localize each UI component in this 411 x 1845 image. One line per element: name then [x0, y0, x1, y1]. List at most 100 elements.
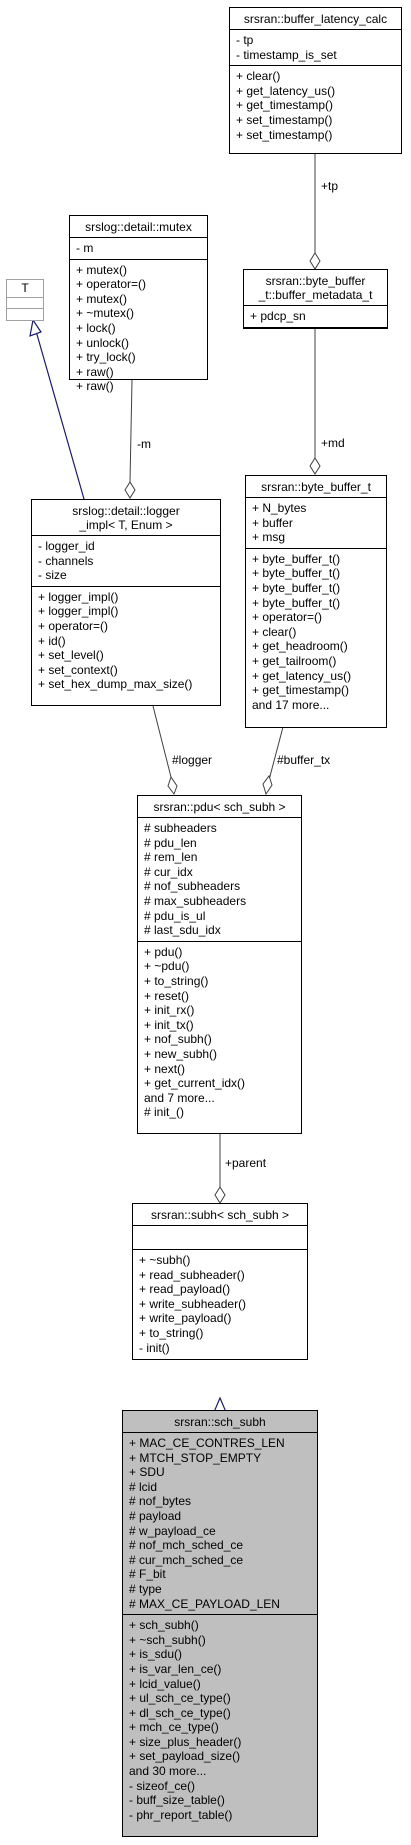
relation-label-logger: #logger	[172, 753, 213, 767]
class-logger-impl[interactable]: srslog::detail::logger _impl< T, Enum > …	[31, 499, 221, 706]
class-attribute: + MAC_CE_CONTRES_LEN	[129, 1436, 285, 1450]
class-title: srsran::subh< sch_subh >	[133, 1204, 307, 1226]
class-method: + ul_sch_ce_type()	[129, 1691, 231, 1706]
class-attribute: # rem_len	[144, 850, 198, 865]
class-methods	[7, 309, 43, 319]
class-method: and 17 more...	[252, 697, 330, 712]
class-attribute: # pdu_is_ul	[144, 908, 206, 923]
class-method: + raw()	[76, 379, 114, 394]
class-method: + set_level()	[38, 648, 104, 663]
composition-line-buffer-tx	[268, 726, 284, 781]
class-method: + logger_impl()	[38, 589, 119, 604]
class-method: - sizeof_ce()	[129, 1778, 196, 1793]
class-template-t[interactable]: T	[6, 279, 44, 321]
relation-label-tp: +tp	[321, 179, 339, 193]
class-method: + ~subh()	[139, 1253, 191, 1267]
composition-diamond-buffer-tx	[262, 774, 273, 796]
class-methods: + byte_buffer_t()+ byte_buffer_t()+ byte…	[246, 549, 386, 716]
composition-diamond-m	[124, 481, 136, 499]
class-attribute: - channels	[38, 553, 94, 568]
composition-line-logger	[152, 705, 174, 786]
class-method: + set_context()	[38, 662, 118, 677]
class-method: - buff_size_table()	[129, 1793, 225, 1808]
composition-diamond-parent	[214, 1186, 226, 1204]
class-method: + is_var_len_ce()	[129, 1661, 222, 1676]
class-attribute: + msg	[252, 530, 286, 545]
class-attributes: + N_bytes+ buffer+ msg	[246, 498, 386, 549]
class-mutex[interactable]: srslog::detail::mutex - m + mutex()+ ope…	[69, 215, 208, 393]
class-pdu[interactable]: srsran::pdu< sch_subh > # subheaders# pd…	[137, 795, 302, 1134]
class-method: + clear()	[252, 624, 297, 639]
relation-label-md: +md	[321, 436, 345, 450]
class-method: + unlock()	[76, 335, 130, 350]
class-method: + nof_subh()	[144, 1032, 212, 1047]
class-attribute: # MAX_CE_PAYLOAD_LEN	[129, 1596, 280, 1611]
class-method: + ~mutex()	[76, 306, 135, 321]
class-methods: + sch_subh()+ ~sch_subh()+ is_sdu()+ is_…	[123, 1615, 317, 1825]
class-methods: + pdu()+ ~pdu()+ to_string()+ reset()+ i…	[138, 942, 301, 1123]
class-buffer-latency-calc[interactable]: srsran::buffer_latency_calc - tp- timest…	[229, 7, 402, 154]
class-method: + mutex()	[76, 262, 128, 277]
class-attribute: - m	[76, 241, 94, 255]
class-title: srsran::buffer_latency_calc	[230, 8, 401, 30]
class-method: + ~sch_subh()	[129, 1632, 206, 1647]
class-method: + to_string()	[139, 1325, 204, 1340]
class-attributes: - tp- timestamp_is_set	[230, 30, 401, 67]
class-title: srsran::pdu< sch_subh >	[138, 796, 301, 818]
relation-label-buffer-tx: #buffer_tx	[277, 753, 331, 767]
class-buffer-metadata[interactable]: srsran::byte_buffer _t::buffer_metadata_…	[243, 269, 388, 329]
class-method: + byte_buffer_t()	[252, 580, 341, 595]
inheritance-line-t	[35, 330, 85, 500]
class-title: srsran::byte_buffer _t::buffer_metadata_…	[244, 270, 387, 306]
class-method: + get_headroom()	[252, 639, 348, 654]
class-attribute: # payload	[129, 1508, 182, 1523]
relation-label-parent: +parent	[225, 1156, 267, 1170]
class-attribute: # cur_idx	[144, 864, 193, 879]
class-method: + is_sdu()	[129, 1647, 183, 1662]
class-method: + init_tx()	[144, 1017, 194, 1032]
class-title: srslog::detail::mutex	[70, 216, 207, 238]
class-attribute: + SDU	[129, 1465, 165, 1480]
class-title: srslog::detail::logger _impl< T, Enum >	[32, 500, 220, 536]
class-method: + get_timestamp()	[252, 683, 350, 698]
class-method: + set_hex_dump_max_size()	[38, 677, 193, 692]
class-method: + ~pdu()	[144, 959, 190, 974]
class-method: and 7 more...	[144, 1090, 215, 1105]
class-method: + get_latency_us()	[236, 83, 336, 98]
class-attributes: # subheaders# pdu_len# rem_len# cur_idx#…	[138, 818, 301, 942]
class-attribute: # nof_mch_sched_ce	[129, 1538, 244, 1553]
class-subh[interactable]: srsran::subh< sch_subh > + ~subh()+ read…	[132, 1203, 308, 1360]
class-method: + lock()	[76, 320, 116, 335]
class-attribute: # max_subheaders	[144, 893, 247, 908]
class-attribute: + pdcp_sn	[250, 309, 306, 323]
class-method: + dl_sch_ce_type()	[129, 1705, 231, 1720]
class-method: + clear()	[236, 69, 281, 84]
class-method: + operator=()	[38, 618, 109, 633]
class-attribute: # F_bit	[129, 1567, 166, 1582]
class-method: + mutex()	[76, 291, 128, 306]
class-methods: + clear()+ get_latency_us()+ get_timesta…	[230, 66, 401, 145]
class-attribute: # lcid	[129, 1479, 158, 1494]
class-attribute: - timestamp_is_set	[236, 47, 337, 62]
class-title: srsran::sch_subh	[123, 1411, 317, 1433]
class-method: + set_timestamp()	[236, 112, 333, 127]
class-byte-buffer[interactable]: srsran::byte_buffer_t + N_bytes+ buffer+…	[245, 475, 387, 728]
class-method: + logger_impl()	[38, 604, 119, 619]
composition-diamond-logger	[167, 775, 178, 796]
class-sch-subh[interactable]: srsran::sch_subh + MAC_CE_CONTRES_LEN+ M…	[122, 1410, 318, 1837]
class-method: + get_tailroom()	[252, 653, 337, 668]
class-method: + set_timestamp()	[236, 127, 333, 142]
class-method: + lcid_value()	[129, 1676, 201, 1691]
inheritance-arrow-t	[29, 318, 42, 337]
class-method: + operator=()	[76, 277, 147, 292]
class-attribute: # last_sdu_idx	[144, 923, 221, 938]
class-method: + sch_subh()	[129, 1618, 199, 1633]
class-attributes	[7, 298, 43, 309]
class-method: + get_timestamp()	[236, 98, 334, 113]
class-attribute: + N_bytes	[252, 501, 307, 515]
class-method: + reset()	[144, 988, 190, 1003]
class-method: - phr_report_table()	[129, 1807, 233, 1822]
composition-line-m	[129, 379, 133, 483]
class-attribute: # type	[129, 1581, 162, 1596]
class-method: + new_subh()	[144, 1046, 218, 1061]
